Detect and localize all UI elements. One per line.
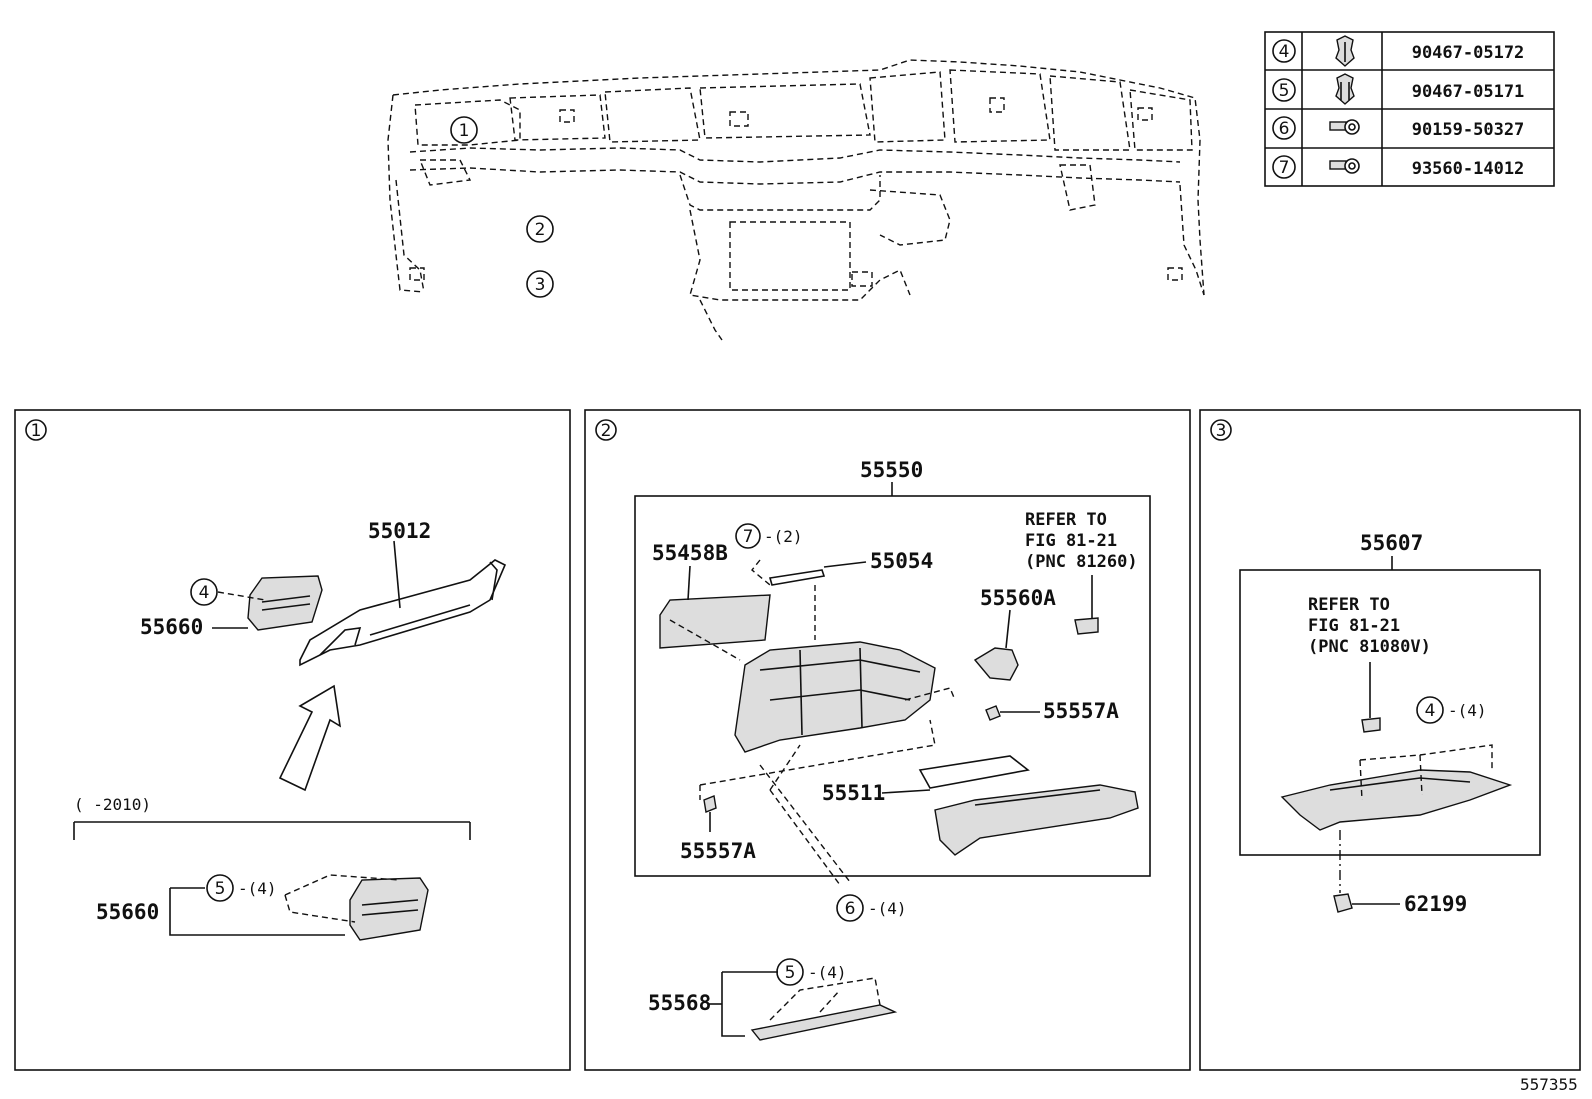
callout-5-qty: -(4) — [808, 963, 847, 982]
lock-55560a — [973, 647, 1019, 681]
callout-number: 1 — [459, 121, 470, 141]
callout-7-qty: -(2) — [764, 527, 803, 546]
refer-note-line: (PNC 81260) — [1025, 552, 1138, 572]
fastener-ref: 7 — [1279, 158, 1290, 178]
stopper-55557a-left — [703, 795, 717, 813]
overview-callout-1: 1 — [450, 116, 478, 144]
part-label-55550: 55550 — [860, 458, 923, 482]
date-range-label: ( -2010) — [74, 795, 151, 814]
damper-55054 — [768, 569, 826, 586]
callout-4-qty: -(4) — [1448, 701, 1487, 720]
part-label-55511: 55511 — [822, 781, 885, 805]
part-label-55054: 55054 — [870, 549, 933, 573]
fastener-row-4: 4 90467-05172 — [1272, 35, 1525, 67]
fastener-table: 4 90467-05172 5 90467-05171 6 — [1264, 31, 1555, 187]
callout-5-qty: -(4) — [238, 879, 277, 898]
screw-icon — [1329, 119, 1360, 135]
part-label-55568: 55568 — [648, 991, 711, 1015]
panel-ref: 2 — [601, 421, 612, 441]
overview-callout-3: 3 — [526, 270, 554, 298]
fastener-ref: 4 — [1279, 42, 1290, 62]
part-label-55557a: 55557A — [1043, 699, 1119, 723]
refer-note-line: (PNC 81080V) — [1308, 637, 1431, 657]
instrument-panel-overview: 1 2 3 — [387, 59, 1205, 341]
callout-7: 7 — [743, 527, 754, 547]
callout-number: 3 — [535, 275, 546, 295]
callout-5: 5 — [215, 879, 226, 899]
callout-circle — [1272, 116, 1296, 140]
fastener-part-number: 90467-05172 — [1412, 43, 1525, 63]
glove-box-housing — [734, 641, 936, 753]
overview-callout-2: 2 — [526, 215, 554, 243]
fastener-ref: 5 — [1279, 81, 1290, 101]
fastener-part-number: 90159-50327 — [1412, 120, 1525, 140]
fastener-row-6: 6 90159-50327 — [1272, 116, 1525, 140]
fastener-row-5: 5 90467-05171 — [1272, 73, 1525, 105]
fastener-ref: 6 — [1279, 119, 1290, 139]
vent-55660-bottom — [349, 877, 429, 941]
callout-4: 4 — [199, 583, 210, 603]
part-label-55660: 55660 — [140, 615, 203, 639]
glove-box-door — [934, 784, 1139, 856]
refer-note-line: FIG 81-21 — [1025, 531, 1117, 551]
part-label-55660-bottom: 55660 — [96, 900, 159, 924]
trim-panel-55012 — [299, 559, 507, 667]
fastener-row-7: 7 93560-14012 — [1272, 155, 1525, 179]
part-label-55012: 55012 — [368, 519, 431, 543]
callout-circle — [1272, 78, 1296, 102]
callout-number: 2 — [535, 220, 546, 240]
refer-note-line: REFER TO — [1308, 595, 1390, 615]
direction-arrow-icon — [278, 684, 342, 792]
part-label-62199: 62199 — [1404, 892, 1467, 916]
liner-55511 — [918, 755, 1030, 789]
pad-55458b — [659, 594, 771, 649]
refer-note-line: REFER TO — [1025, 510, 1107, 530]
figure-id: 557355 — [1520, 1075, 1578, 1094]
fastener-part-number: 93560-14012 — [1412, 159, 1525, 179]
trim-strip-55568 — [750, 1004, 898, 1041]
callout-5: 5 — [785, 963, 796, 983]
assembly-box-55607 — [1239, 569, 1541, 856]
callout-circle — [1272, 39, 1296, 63]
panel-2: 2 55550 55458B 7 -(2) 55054 — [584, 409, 1191, 1071]
lamp-connector — [1361, 717, 1381, 733]
clip-icon — [1335, 73, 1355, 105]
callout-4: 4 — [1425, 701, 1436, 721]
vent-55660-top — [247, 575, 323, 631]
stopper-55557a-right — [985, 705, 1001, 721]
lamp-connector — [1074, 617, 1099, 635]
part-label-55607: 55607 — [1360, 531, 1423, 555]
refer-note-line: FIG 81-21 — [1308, 616, 1400, 636]
panel-3: 3 55607 REFER TO FIG 81-21 (PNC 81080V) … — [1199, 409, 1581, 1071]
screw-icon — [1329, 158, 1360, 174]
part-label-55458b: 55458B — [652, 541, 728, 565]
clip-icon — [1335, 35, 1355, 67]
under-cover-55607 — [1280, 769, 1513, 831]
panel-1: 1 55012 4 55660 ( -2010) — [14, 409, 571, 1071]
callout-circle — [1272, 155, 1296, 179]
part-label-55557a-left: 55557A — [680, 839, 756, 863]
fastener-part-number: 90467-05171 — [1412, 82, 1525, 102]
clip-62199 — [1333, 893, 1353, 913]
callout-6: 6 — [845, 899, 856, 919]
panel-ref: 1 — [31, 421, 42, 441]
assembly-box-55550 — [634, 495, 1151, 877]
panel-ref: 3 — [1216, 421, 1227, 441]
callout-6-qty: -(4) — [868, 899, 907, 918]
part-label-55560a: 55560A — [980, 586, 1056, 610]
